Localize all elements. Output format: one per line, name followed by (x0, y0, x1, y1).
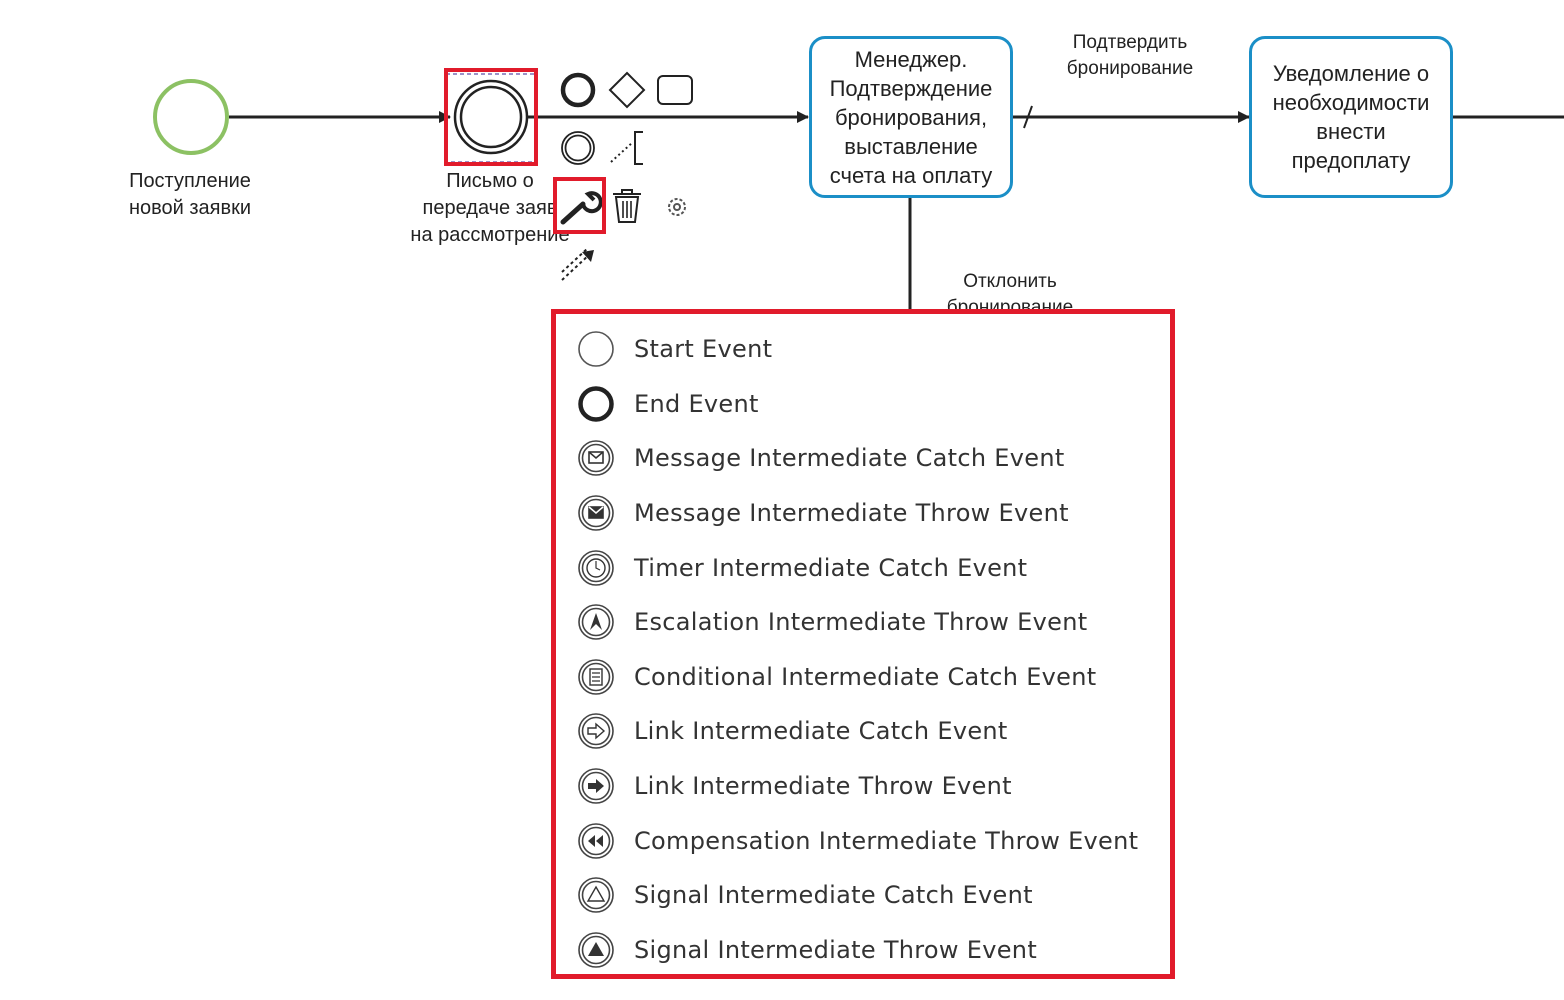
end-event-icon (578, 386, 614, 422)
replace-menu-item-label: End Event (634, 389, 759, 418)
replace-menu-item[interactable]: Escalation Intermediate Throw Event (556, 595, 1170, 650)
compensation-throw-icon (578, 822, 614, 859)
task-prepayment-notice-label: Уведомление о необходимости внести предо… (1272, 61, 1430, 173)
escalation-throw-icon (578, 604, 614, 641)
end-event-icon[interactable] (558, 70, 598, 110)
flow-reject-label: Отклонить бронирование (946, 271, 1074, 309)
default-flow-marker (1023, 105, 1033, 129)
start-event-label: Поступление новой заявки (128, 170, 252, 219)
replace-menu-item-label: Signal Intermediate Catch Event (634, 881, 1033, 910)
task-manager-confirm[interactable]: Менеджер. Подтверждение бронирования, вы… (809, 36, 1013, 198)
text-annotation-icon[interactable] (607, 128, 647, 168)
link-catch-icon (578, 713, 614, 750)
intermediate-event-label: Письмо о передаче заяв на рассмотрение (410, 170, 570, 246)
start-event-icon (578, 331, 614, 368)
replace-menu-item-label: Message Intermediate Throw Event (634, 499, 1069, 528)
replace-menu-item[interactable]: Link Intermediate Catch Event (556, 704, 1170, 759)
replace-menu-item-label: Compensation Intermediate Throw Event (634, 826, 1139, 855)
replace-menu-item[interactable]: Signal Intermediate Throw Event (556, 923, 1170, 978)
replace-menu-item-label: Signal Intermediate Throw Event (634, 935, 1038, 964)
replace-menu-item[interactable]: Message Intermediate Throw Event (556, 486, 1170, 541)
replace-menu-item[interactable]: Conditional Intermediate Catch Event (556, 650, 1170, 705)
replace-menu-item[interactable]: Message Intermediate Catch Event (556, 431, 1170, 486)
intermediate-event-icon[interactable] (558, 128, 598, 168)
message-throw-icon (578, 495, 614, 531)
task-prepayment-notice[interactable]: Уведомление о необходимости внести предо… (1249, 36, 1453, 198)
gateway-icon[interactable] (607, 70, 647, 110)
trash-icon[interactable] (610, 188, 644, 226)
message-catch-icon (578, 440, 614, 477)
timer-catch-icon (578, 549, 614, 586)
replace-menu-item[interactable]: Signal Intermediate Catch Event (556, 868, 1170, 923)
replace-menu-item-label: Escalation Intermediate Throw Event (634, 608, 1088, 637)
highlight-intermediate-event (444, 68, 538, 166)
signal-throw-icon (578, 932, 614, 968)
replace-menu-item[interactable]: Link Intermediate Throw Event (556, 759, 1170, 814)
replace-menu-item[interactable]: Compensation Intermediate Throw Event (556, 813, 1170, 868)
replace-menu-item[interactable]: End Event (556, 377, 1170, 432)
replace-menu-item-label: Timer Intermediate Catch Event (634, 553, 1028, 582)
replace-menu-item[interactable]: Start Event (556, 322, 1170, 377)
flow-confirm-label: Подтвердить бронирование (1066, 32, 1194, 79)
highlight-wrench (553, 177, 606, 234)
link-throw-icon (578, 768, 614, 804)
signal-catch-icon (578, 877, 614, 914)
task-icon[interactable] (655, 72, 695, 108)
replace-menu-item-label: Start Event (634, 335, 773, 364)
color-icon[interactable] (662, 192, 692, 222)
replace-menu-item-label: Link Intermediate Catch Event (634, 717, 1008, 746)
replace-menu-item-label: Link Intermediate Throw Event (634, 772, 1012, 801)
task-manager-confirm-label: Менеджер. Подтверждение бронирования, вы… (829, 46, 993, 188)
start-event[interactable] (153, 79, 229, 155)
conditional-catch-icon (578, 659, 614, 695)
wrench-icon[interactable] (558, 184, 602, 228)
replace-menu-item-label: Conditional Intermediate Catch Event (634, 662, 1097, 691)
intermediate-event[interactable] (453, 79, 529, 155)
connect-icon[interactable] (558, 244, 598, 284)
replace-menu-item[interactable]: Timer Intermediate Catch Event (556, 540, 1170, 595)
replace-menu-item-label: Message Intermediate Catch Event (634, 444, 1065, 473)
